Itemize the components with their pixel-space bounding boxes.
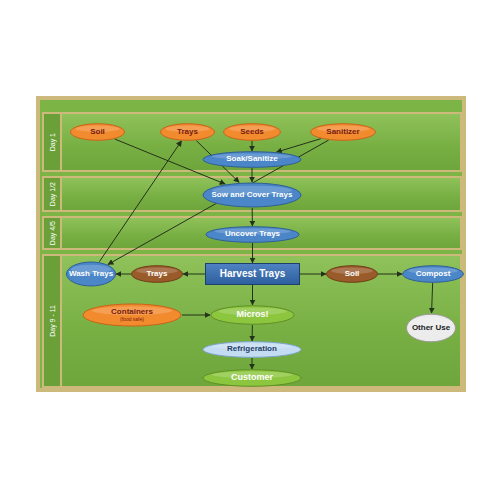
ellipse-fill [67, 262, 116, 286]
ellipse-fill [203, 370, 301, 387]
process-ellipse: Micros! [210, 305, 295, 325]
process-ellipse: Wash Trays [66, 261, 116, 287]
node-label: Customer [231, 373, 273, 382]
ellipse-fill [311, 124, 376, 141]
day-strip: Day 9 - 11 [44, 256, 62, 386]
node-note: (food safe) [120, 317, 144, 322]
node-label: Uncover Trays [225, 230, 280, 238]
node-label: Sanitizer [326, 128, 359, 136]
ellipse-fill [407, 314, 456, 342]
day-band: Day 9 - 11 Wash Trays Trays Harvest Trays So… [42, 254, 462, 388]
node-label: Soak/Sanitize [226, 155, 278, 163]
process-ellipse: Soak/Sanitize [202, 151, 302, 168]
process-ellipse: Trays [131, 265, 183, 283]
process-ellipse: Refrigeration [202, 341, 302, 358]
ellipse-fill [203, 152, 301, 168]
node-label: Other Use [412, 324, 450, 332]
node-label: Compost [416, 270, 451, 278]
process-ellipse: Soil [326, 265, 378, 283]
node-label: Soil [345, 270, 360, 278]
day-label: Day 1/2 [49, 182, 56, 206]
process-ellipse: Containers(food safe) [82, 303, 182, 327]
ellipse-fill [327, 266, 378, 283]
node-label: Soil [90, 128, 105, 136]
node-label: Micros! [236, 310, 268, 319]
day-strip: Day 4/5 [44, 218, 62, 248]
day-strip: Day 1 [44, 114, 62, 170]
ellipse-fill [161, 124, 215, 141]
day-label: Day 1 [49, 133, 56, 151]
process-ellipse: Sanitizer [310, 123, 376, 141]
process-ellipse: Sow and Cover Trays [202, 182, 302, 208]
ellipse-fill [403, 266, 464, 283]
node-label: Harvest Trays [220, 269, 286, 280]
day-label: Day 9 - 11 [49, 305, 56, 337]
process-ellipse: Compost [402, 265, 464, 283]
process-ellipse: Uncover Trays [205, 226, 300, 243]
frame-panel [40, 100, 462, 388]
ellipse-fill [83, 304, 181, 326]
ellipse-fill [206, 227, 299, 243]
node-label: Sow and Cover Trays [212, 191, 293, 199]
ellipse-fill [211, 306, 294, 324]
day-band: Day 1/2 Sow and Cover Trays [42, 176, 462, 212]
node-label: Wash Trays [69, 270, 113, 278]
node-label: Containers [111, 308, 153, 316]
day-band: Day 4/5 Uncover Trays [42, 216, 462, 250]
day-strip: Day 1/2 [44, 178, 62, 210]
process-ellipse: Other Use [406, 313, 456, 343]
node-label: Refrigeration [227, 345, 277, 353]
process-box: Harvest Trays [205, 263, 300, 285]
ellipse-fill [132, 266, 183, 283]
day-band: Day 1 Soil Trays Seeds SanitizerSoak/Sanitiz… [42, 112, 462, 172]
node-label: Trays [147, 270, 168, 278]
ellipse-fill [71, 124, 125, 141]
process-ellipse: Trays [160, 123, 215, 141]
node-label: Trays [177, 128, 198, 136]
process-ellipse: Seeds [223, 123, 281, 141]
ellipse-fill [203, 342, 301, 358]
day-label: Day 4/5 [49, 221, 56, 245]
process-ellipse: Soil [70, 123, 125, 141]
node-label: Seeds [240, 128, 264, 136]
frame-border [36, 96, 466, 392]
ellipse-fill [224, 124, 281, 141]
process-ellipse: Customer [202, 369, 302, 387]
ellipse-fill [203, 183, 301, 207]
